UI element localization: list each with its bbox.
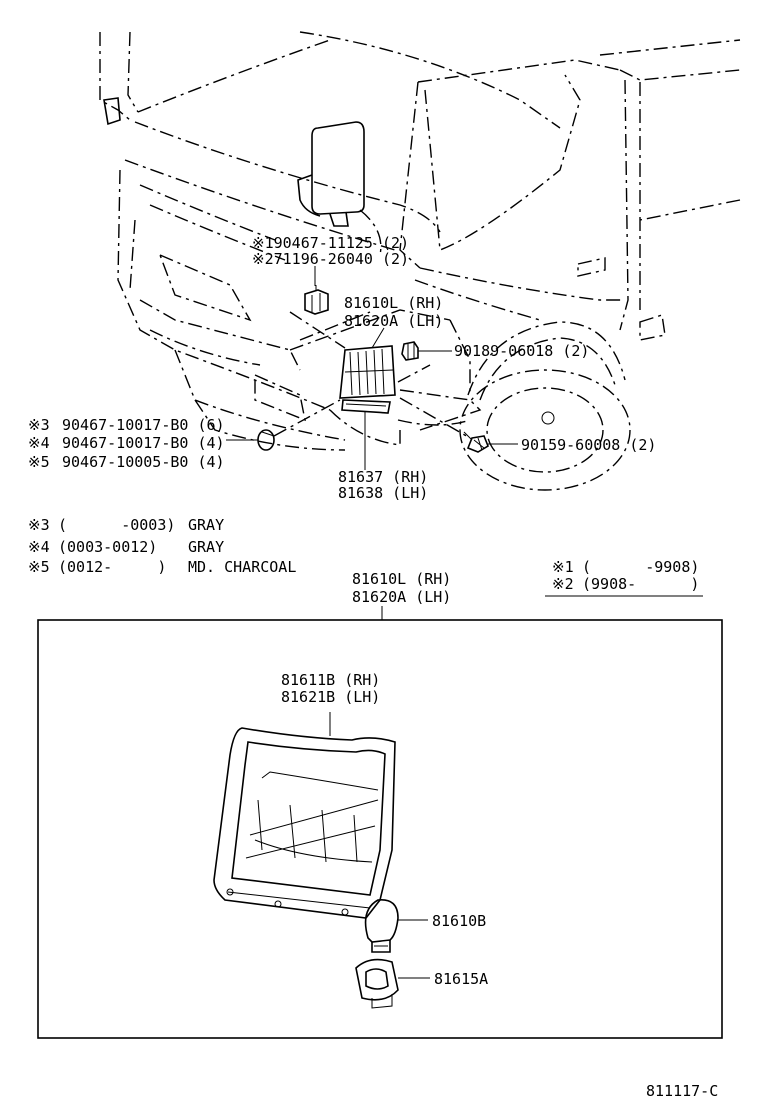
screw-part-4: 90467-10017-B0 (4) xyxy=(62,434,225,452)
bulb-label: 81610B xyxy=(432,912,486,930)
socket-label: 81615A xyxy=(434,970,488,988)
clip-part-right xyxy=(401,341,419,361)
detail-box xyxy=(37,619,723,1039)
screw-mark-5: ※5 xyxy=(28,453,50,471)
color-note-range-5: (0012- ) xyxy=(58,558,166,576)
detail-title-rh: 81610L (RH) xyxy=(352,570,451,588)
date-legend-mark-2: ※2 xyxy=(552,575,574,593)
screws-left-labels: ※3 90467-10017-B0 (6) ※4 90467-10017-B0 … xyxy=(28,416,225,471)
date-legend-mark-1: ※1 xyxy=(552,558,574,576)
screw-part-3: 90467-10017-B0 (6) xyxy=(62,416,225,434)
diagram-id: 811117-C xyxy=(646,1082,718,1100)
screw-mark-3: ※3 xyxy=(28,416,50,434)
truck-cab-outline xyxy=(99,31,741,451)
detail-title-lh: 81620A (LH) xyxy=(352,588,451,606)
corner-lamp-installed xyxy=(339,345,396,414)
clip-part-top xyxy=(304,285,329,315)
color-note-range-3: ( -0003) xyxy=(58,516,175,534)
date-legend-range-2: (9908- ) xyxy=(582,575,699,593)
lamp-assy-label-rh: 81610L (RH) xyxy=(344,294,443,312)
date-legend-range-1: ( -9908) xyxy=(582,558,699,576)
side-mirror xyxy=(103,97,365,227)
color-note-color-5: MD. CHARCOAL xyxy=(188,558,296,576)
clip-right-label: 90189-06018 (2) xyxy=(454,342,589,360)
color-notes: ※3 ( -0003) GRAY ※4 (0003-0012) GRAY ※5 … xyxy=(28,516,296,576)
screw-part-left xyxy=(257,429,275,451)
lens-label-lh: 81621B (LH) xyxy=(281,688,380,706)
color-note-color-3: GRAY xyxy=(188,516,224,534)
color-note-mark-5: ※5 xyxy=(28,558,50,576)
leader-lines-upper xyxy=(226,266,518,470)
leader-lines-detail xyxy=(329,712,430,979)
bracket-label-rh: 81637 (RH) xyxy=(338,468,428,486)
screw-part-5: 90467-10005-B0 (4) xyxy=(62,453,225,471)
lens-housing xyxy=(213,727,396,919)
lens-label-rh: 81611B (RH) xyxy=(281,671,380,689)
color-note-mark-4: ※4 xyxy=(28,538,50,556)
clip-part-label-2: ※271196-26040 (2) xyxy=(252,250,409,268)
clip-part-label-1: ※190467-11125 (2) xyxy=(252,234,409,252)
screw-right-label: 90159-60008 (2) xyxy=(521,436,656,454)
date-legend: ※1 ( -9908) ※2 (9908- ) xyxy=(545,558,703,597)
bracket-label-lh: 81638 (LH) xyxy=(338,484,428,502)
screw-part-right xyxy=(463,431,489,453)
color-note-mark-3: ※3 xyxy=(28,516,50,534)
front-wheel xyxy=(459,369,631,491)
color-note-color-4: GRAY xyxy=(188,538,224,556)
screw-mark-4: ※4 xyxy=(28,434,50,452)
color-note-range-4: (0003-0012) xyxy=(58,538,157,556)
lamp-assy-label-lh: 81620A (LH) xyxy=(344,312,443,330)
bulb xyxy=(364,899,399,953)
socket xyxy=(355,958,399,1009)
